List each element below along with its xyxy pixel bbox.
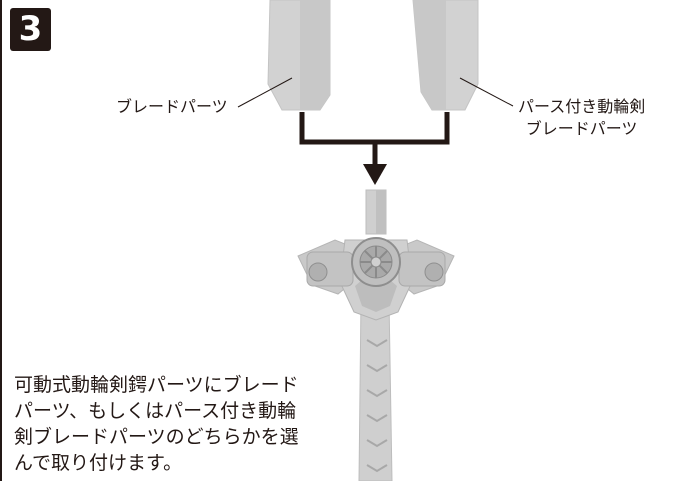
instruction-line-1: 可動式動輪剣鍔パーツにブレード [14, 374, 299, 396]
step-number-badge: 3 [10, 8, 51, 51]
instruction-line-4: んで取り付けます。 [14, 452, 183, 474]
instruction-line-3: 剣ブレードパーツのどちらかを選 [14, 426, 299, 448]
bracket-connector [299, 112, 450, 145]
perspective-blade-label-line1: パース付き動輪剣 [518, 97, 646, 116]
blade-part-label: ブレードパーツ [116, 97, 228, 116]
instruction-text: 可動式動輪剣鍔パーツにブレード パーツ、もしくはパース付き動輪 剣ブレードパーツ… [14, 372, 344, 476]
left-border-rule [0, 0, 2, 481]
perspective-blade-part-label: パース付き動輪剣 ブレードパーツ [518, 96, 645, 140]
leader-line-right [459, 77, 514, 107]
instruction-line-2: パーツ、もしくはパース付き動輪 [14, 400, 297, 422]
down-arrow-icon [363, 164, 387, 185]
leader-line-left [237, 77, 293, 108]
step-number: 3 [18, 9, 43, 49]
perspective-blade-label-line2: ブレードパーツ [525, 119, 638, 138]
